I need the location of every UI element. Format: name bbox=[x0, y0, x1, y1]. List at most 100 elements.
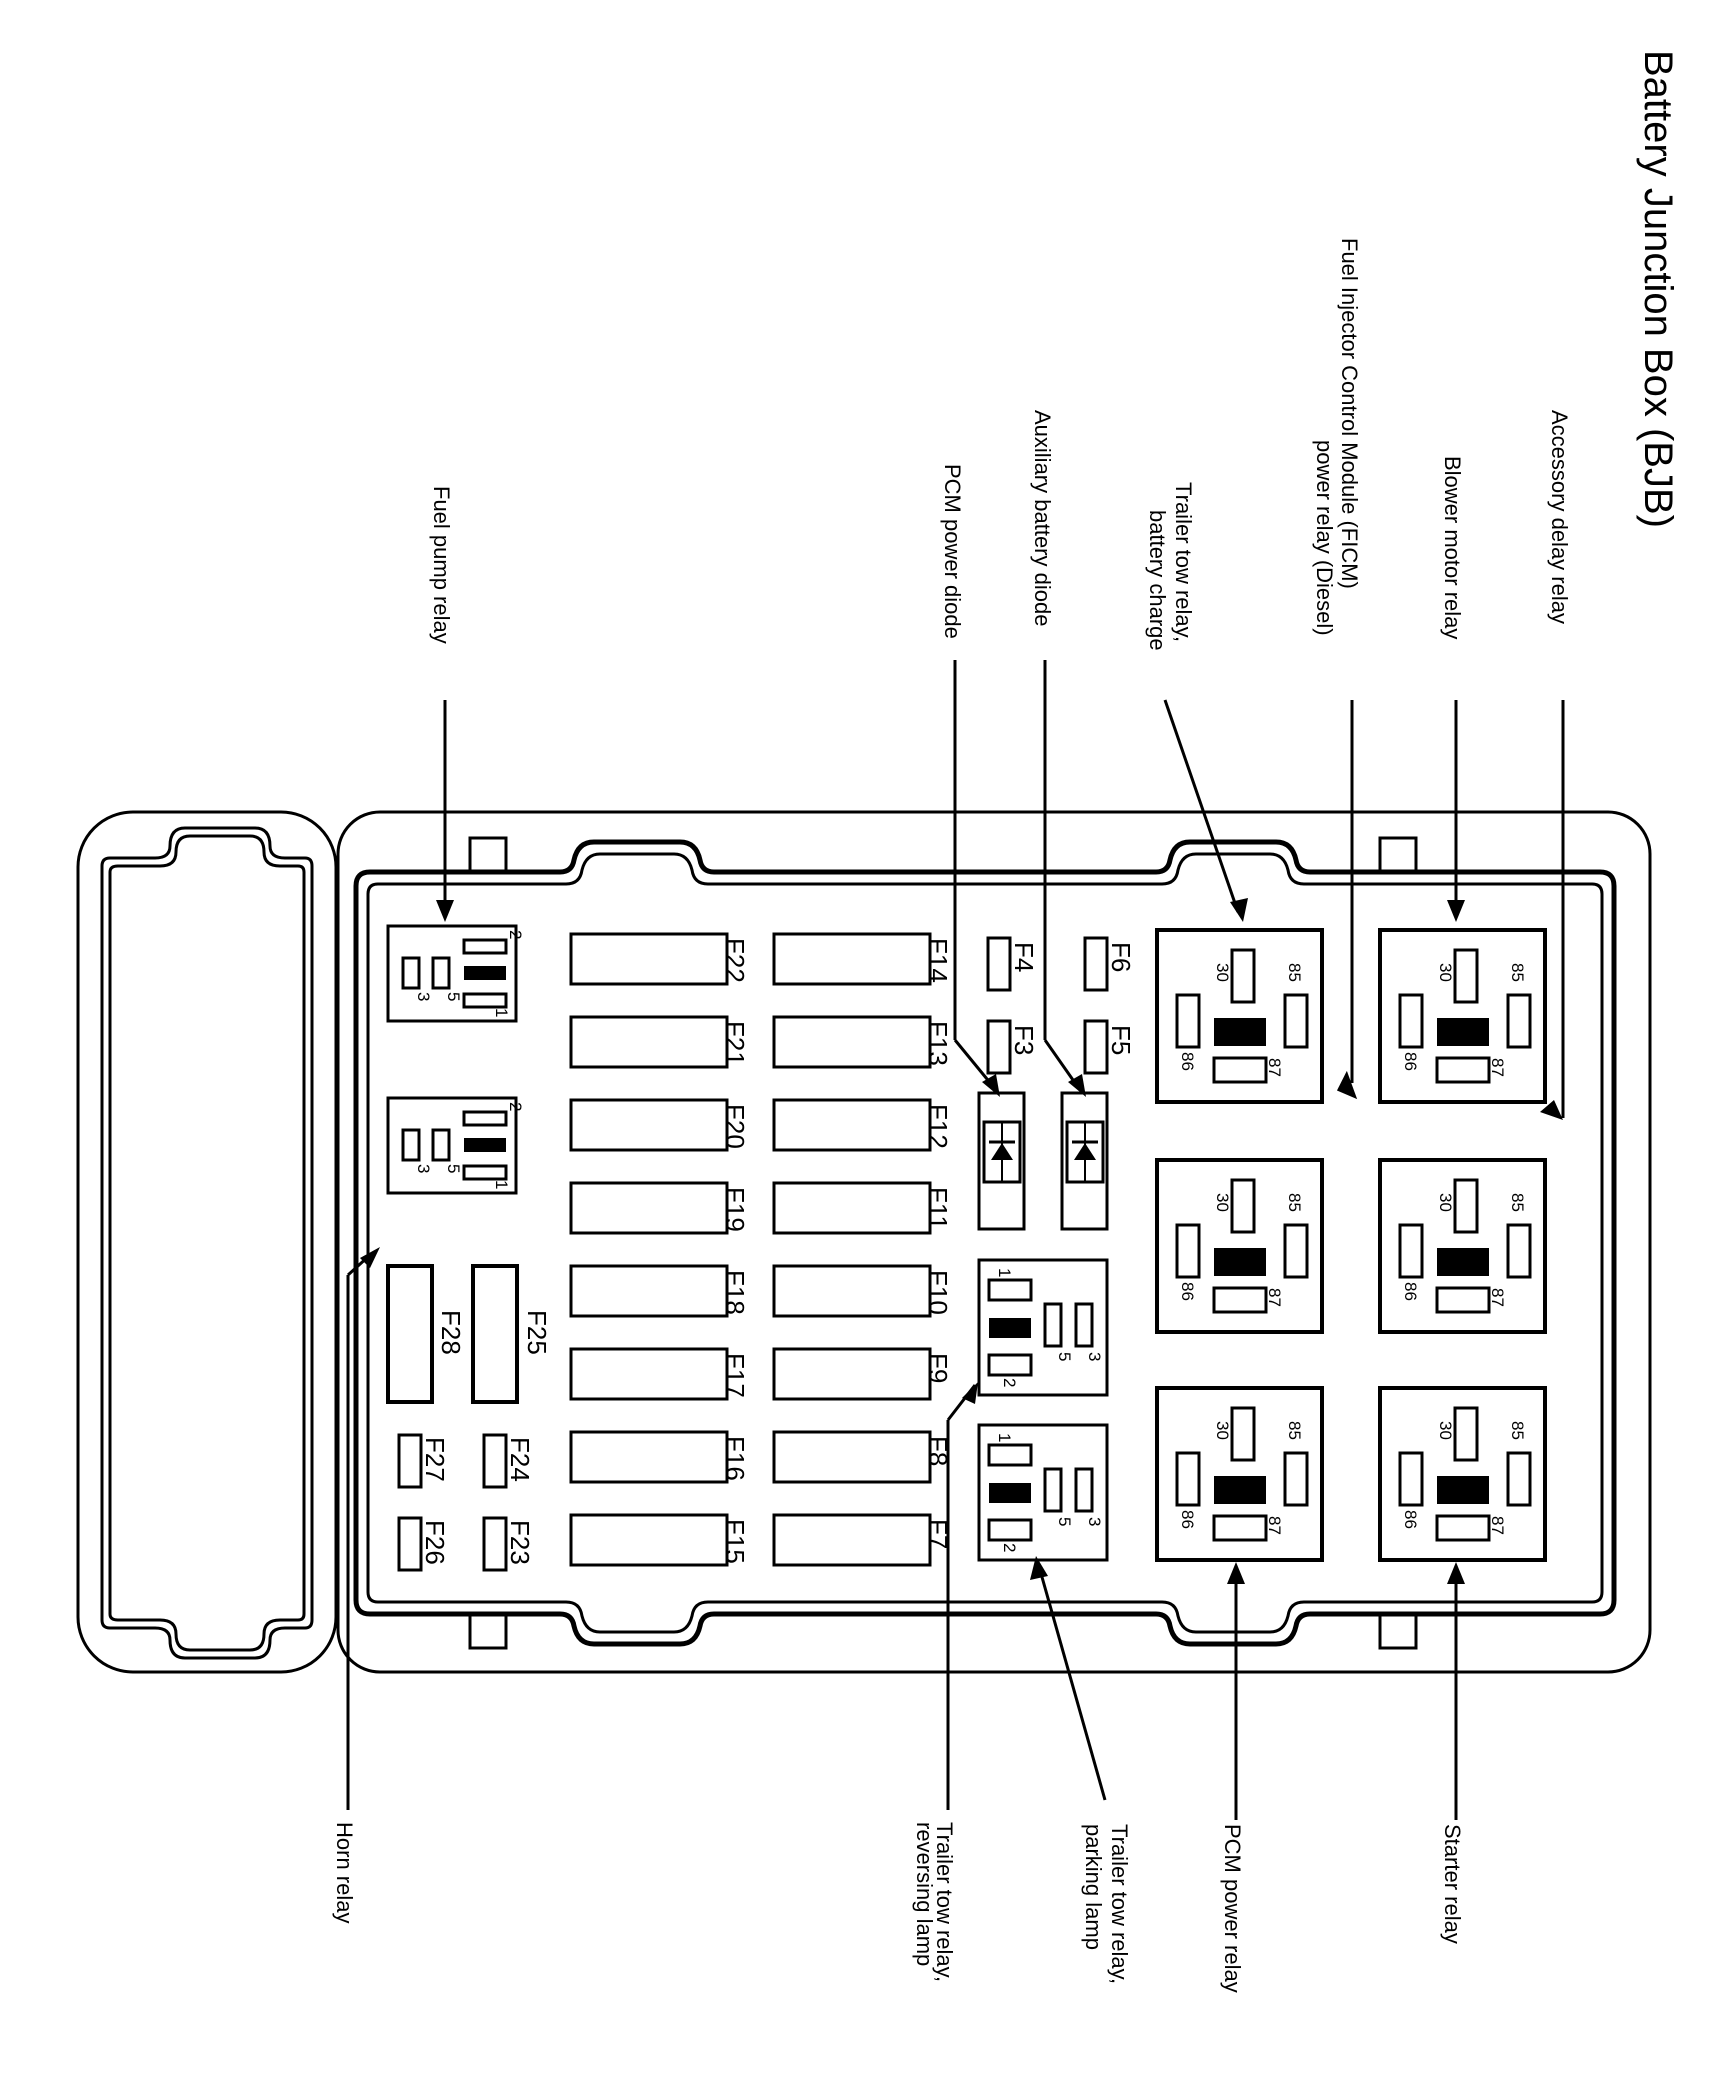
fuse-f3[interactable]: F3 bbox=[986, 1019, 1039, 1075]
fuse-f25[interactable]: F25 bbox=[471, 1264, 552, 1404]
fuse-label: F11 bbox=[923, 1187, 953, 1230]
pin-label-87: 87 bbox=[1265, 1288, 1284, 1307]
pin-30 bbox=[1453, 1178, 1479, 1234]
fuse-f19[interactable]: F19 bbox=[569, 1181, 750, 1235]
fuse-f24[interactable]: F24 bbox=[482, 1433, 535, 1489]
pin-label-1: 1 bbox=[492, 1180, 511, 1189]
pin-87 bbox=[1212, 1286, 1268, 1314]
pin-label-3: 3 bbox=[414, 1164, 433, 1173]
fuse-f6[interactable]: F6 bbox=[1083, 936, 1136, 992]
fuse-f5[interactable]: F5 bbox=[1083, 1019, 1136, 1075]
body-inner-frame-inner bbox=[366, 852, 1604, 1634]
label-ficm-relay-line1: Fuel Injector Control Module (FICM) bbox=[1337, 238, 1362, 589]
fuse-f8[interactable]: F8 bbox=[772, 1430, 953, 1484]
fuse-label: F9 bbox=[923, 1353, 953, 1383]
pin-label-1: 1 bbox=[995, 1433, 1014, 1442]
fuse-f22[interactable]: F22 bbox=[569, 932, 750, 986]
fuse-f10[interactable]: F10 bbox=[772, 1264, 953, 1318]
arrowheads bbox=[360, 898, 1563, 1584]
fuse-label: F3 bbox=[1009, 1025, 1039, 1055]
fuse-f7[interactable]: F7 bbox=[772, 1513, 953, 1567]
bjb-body bbox=[336, 810, 1652, 1674]
fuse-f21[interactable]: F21 bbox=[569, 1015, 750, 1069]
pin-30 bbox=[1230, 1178, 1256, 1234]
pin-label-86: 86 bbox=[1178, 1282, 1197, 1301]
fuse-label: F19 bbox=[720, 1187, 750, 1232]
fuse-label: F27 bbox=[420, 1437, 450, 1482]
fuse-f26[interactable]: F26 bbox=[397, 1516, 450, 1572]
pin-center bbox=[1214, 1476, 1266, 1504]
fuse-f13[interactable]: F13 bbox=[772, 1015, 953, 1069]
fuse-label: F13 bbox=[923, 1021, 953, 1066]
fuse-f14[interactable]: F14 bbox=[772, 932, 953, 986]
fuse-label: F4 bbox=[1009, 942, 1039, 972]
fuse-f28[interactable]: F28 bbox=[386, 1264, 466, 1404]
pin-86 bbox=[1398, 1451, 1424, 1507]
pin-label-30: 30 bbox=[1213, 963, 1232, 982]
label-horn-relay: Horn relay bbox=[332, 1822, 357, 1923]
fuse-f16[interactable]: F16 bbox=[569, 1430, 750, 1484]
pin-87 bbox=[1435, 1286, 1491, 1314]
fuse-label: F20 bbox=[720, 1104, 750, 1149]
fuse-f20[interactable]: F20 bbox=[569, 1098, 750, 1152]
cover-inner-frame-outer bbox=[100, 826, 314, 1660]
body-inner-frame-outer bbox=[353, 839, 1617, 1647]
pin-center bbox=[1437, 1248, 1489, 1276]
pcm-power-diode[interactable] bbox=[977, 1091, 1026, 1231]
label-fuel-pump-relay: Fuel pump relay bbox=[429, 486, 454, 644]
fuse-label: F28 bbox=[436, 1310, 466, 1355]
fuse-label: F21 bbox=[720, 1021, 750, 1066]
fuse-f11[interactable]: F11 bbox=[772, 1181, 953, 1235]
pin-center bbox=[1437, 1018, 1489, 1046]
fuse-f9[interactable]: F9 bbox=[772, 1347, 953, 1401]
pin-label-87: 87 bbox=[1265, 1516, 1284, 1535]
fuse-f12[interactable]: F12 bbox=[772, 1098, 953, 1152]
fuse-f4[interactable]: F4 bbox=[986, 936, 1039, 992]
pin-85 bbox=[1283, 1223, 1309, 1279]
fuse-f23[interactable]: F23 bbox=[482, 1516, 535, 1572]
label-blower-motor-relay: Blower motor relay bbox=[1440, 456, 1465, 639]
auxiliary-battery-diode[interactable] bbox=[1060, 1091, 1109, 1231]
fuel-pump-relay[interactable]: 2 1 3 5 bbox=[386, 924, 525, 1023]
fuse-label: F17 bbox=[720, 1353, 750, 1398]
pin-86 bbox=[1398, 1223, 1424, 1279]
fuse-label: F5 bbox=[1106, 1025, 1136, 1055]
pin-label-85: 85 bbox=[1285, 1421, 1304, 1440]
pin-label-85: 85 bbox=[1285, 1193, 1304, 1212]
fuse-f15[interactable]: F15 bbox=[569, 1513, 750, 1567]
pin-label-3: 3 bbox=[414, 992, 433, 1001]
pin-label-1: 1 bbox=[492, 1008, 511, 1017]
pin-label-3: 3 bbox=[1085, 1352, 1104, 1361]
latch-tab bbox=[468, 836, 508, 874]
fuse-label: F26 bbox=[420, 1520, 450, 1565]
fuse-f27[interactable]: F27 bbox=[397, 1433, 450, 1489]
fuse-f17[interactable]: F17 bbox=[569, 1347, 750, 1401]
fuse-label: F10 bbox=[923, 1270, 953, 1315]
latch-tab bbox=[1378, 836, 1418, 874]
pin-label-2: 2 bbox=[506, 930, 525, 939]
pin-85 bbox=[1506, 1223, 1532, 1279]
pin-label-85: 85 bbox=[1508, 963, 1527, 982]
fuse-label: F15 bbox=[720, 1519, 750, 1564]
pin-30 bbox=[1230, 1406, 1256, 1462]
fuse-f18[interactable]: F18 bbox=[569, 1264, 750, 1318]
pin-85 bbox=[1283, 1451, 1309, 1507]
pin-label-85: 85 bbox=[1508, 1193, 1527, 1212]
pin-label-30: 30 bbox=[1436, 1421, 1455, 1440]
pin-87 bbox=[1212, 1514, 1268, 1542]
pin-label-5: 5 bbox=[444, 992, 463, 1001]
pin-label-2: 2 bbox=[1000, 1543, 1019, 1552]
label-starter-relay: Starter relay bbox=[1440, 1824, 1465, 1944]
pin-label-86: 86 bbox=[1178, 1510, 1197, 1529]
